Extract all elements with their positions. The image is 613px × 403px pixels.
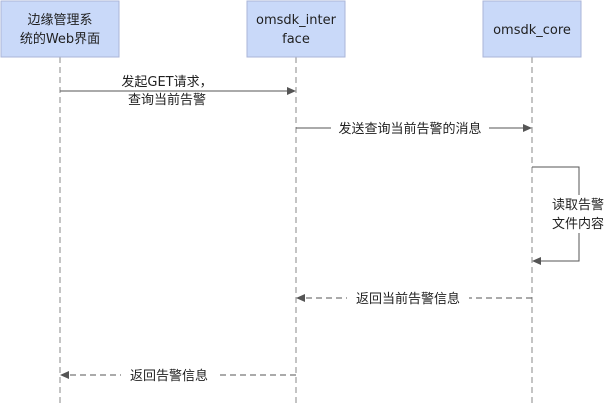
arrowhead-left	[60, 371, 69, 379]
participant-omsdk-interface: omsdk_inter face	[246, 0, 346, 58]
message-label-bg	[331, 119, 489, 137]
participant-box	[246, 0, 346, 58]
message-send-query: 发送查询当前告警的消息	[296, 119, 532, 137]
participant-label-line: omsdk_inter	[256, 13, 337, 28]
arrowhead-left	[532, 257, 541, 265]
message-label-bg	[347, 289, 469, 307]
message-label-line: 查询当前告警	[128, 92, 206, 108]
message-label-bg	[549, 195, 613, 233]
message-label-line: 文件内容	[552, 216, 604, 232]
arrowhead-right	[523, 124, 532, 132]
message-label-line: 返回当前告警信息	[356, 291, 460, 307]
message-label-line: 读取告警	[552, 197, 604, 213]
participant-label-line: 统的Web界面	[20, 31, 100, 47]
message-get-request: 发起GET请求， 查询当前告警	[60, 74, 296, 108]
message-read-alarm-file: 读取告警 文件内容	[532, 166, 613, 265]
message-return-alarm: 返回告警信息	[60, 366, 296, 384]
message-label-line: 返回告警信息	[130, 368, 208, 384]
message-label-line: 发起GET请求，	[121, 74, 212, 90]
participant-box	[482, 0, 582, 58]
participant-web-ui: 边缘管理系 统的Web界面	[0, 0, 120, 58]
participant-box	[0, 0, 120, 58]
message-label-line: 发送查询当前告警的消息	[338, 121, 481, 137]
participant-label-line: 边缘管理系	[27, 13, 92, 28]
participant-omsdk-core: omsdk_core	[482, 0, 582, 58]
arrowhead-right	[287, 87, 296, 95]
participant-label-line: omsdk_core	[493, 23, 571, 38]
message-return-current-alarm: 返回当前告警信息	[296, 289, 532, 307]
message-label-bg	[121, 366, 217, 384]
participant-label-line: face	[282, 32, 310, 47]
arrowhead-left	[296, 294, 305, 302]
